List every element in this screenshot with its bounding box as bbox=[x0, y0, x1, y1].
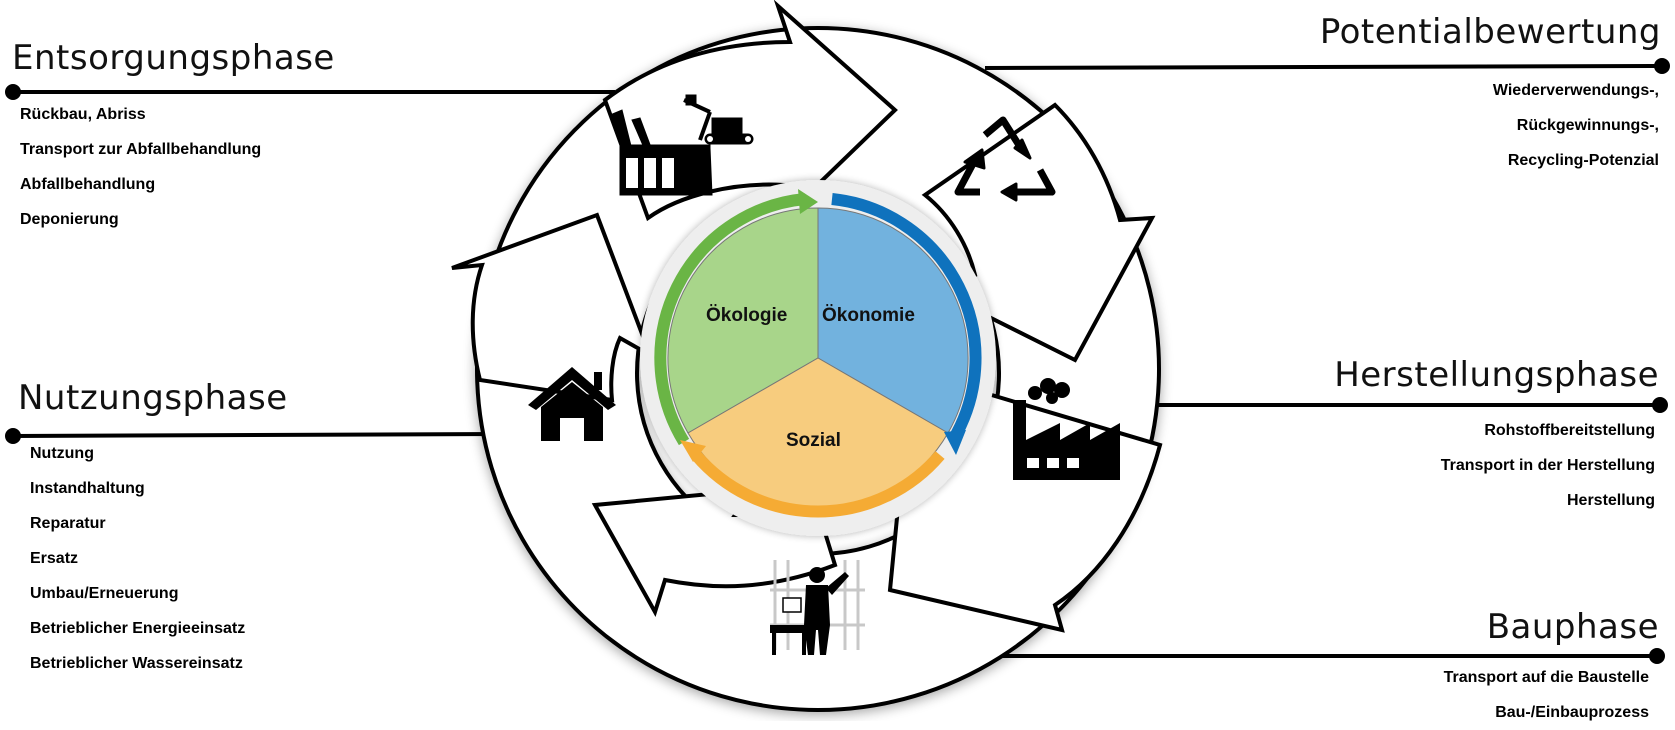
pillar-label-sozial: Sozial bbox=[786, 430, 841, 451]
list-item: Transport in der Herstellung bbox=[1440, 457, 1655, 474]
arrowhead-oekonomie bbox=[944, 430, 966, 455]
connector-dot-potential bbox=[1654, 58, 1670, 74]
arc-sozial bbox=[691, 451, 945, 518]
item-list-nutzung: Nutzung Instandhaltung Reparatur Ersatz … bbox=[30, 436, 245, 681]
pillar-label-oekonomie: Ökonomie bbox=[822, 305, 915, 326]
list-item: Wiederverwendungs-, bbox=[1492, 82, 1659, 99]
list-item: Nutzung bbox=[30, 445, 94, 462]
list-item: Abfallbehandlung bbox=[20, 176, 156, 193]
phase-title-entsorgung: Entsorgungsphase bbox=[12, 38, 335, 78]
list-item: Ersatz bbox=[30, 550, 79, 567]
list-item: Betrieblicher Energieeinsatz bbox=[30, 620, 246, 637]
construction-worker-icon bbox=[770, 560, 865, 655]
connector-potential bbox=[984, 64, 1663, 70]
list-item: Betrieblicher Wassereinsatz bbox=[30, 655, 243, 672]
connector-lines bbox=[5, 58, 1670, 664]
item-list-potential: Wiederverwendungs-, Rückgewinnungs-, Rec… bbox=[1493, 73, 1659, 178]
list-item: Transport auf die Baustelle bbox=[1443, 669, 1649, 686]
arc-oekonomie bbox=[831, 193, 982, 444]
house-icon bbox=[528, 367, 616, 441]
list-item: Bau-/Einbauprozess bbox=[1495, 704, 1649, 721]
connector-dot-nutzung bbox=[5, 428, 21, 444]
phase-title-nutzung: Nutzungsphase bbox=[18, 378, 288, 418]
item-list-entsorgung: Rückbau, Abriss Transport zur Abfallbeha… bbox=[20, 97, 261, 237]
sustainability-pie bbox=[667, 207, 969, 509]
list-item: Deponierung bbox=[20, 211, 119, 228]
connector-nutzung bbox=[12, 432, 501, 438]
demolition-icon bbox=[609, 94, 754, 196]
pillar-label-oekologie: Ökologie bbox=[706, 305, 788, 326]
arrowhead-sozial bbox=[680, 440, 706, 462]
segment-oekonomie bbox=[817, 207, 969, 434]
list-item: Instandhaltung bbox=[30, 480, 145, 497]
arrowhead-oekologie bbox=[798, 189, 818, 214]
list-item: Umbau/Erneuerung bbox=[30, 585, 179, 602]
recycling-icon bbox=[954, 116, 1056, 202]
list-item: Reparatur bbox=[30, 515, 106, 532]
arc-oekologie bbox=[654, 193, 806, 446]
connector-dot-herstellung bbox=[1652, 397, 1668, 413]
list-item: Herstellung bbox=[1566, 492, 1655, 509]
list-item: Recycling-Potenzial bbox=[1507, 152, 1659, 169]
arrow-left bbox=[451, 212, 654, 403]
list-item: Rückbau, Abriss bbox=[20, 106, 146, 123]
phase-title-potential: Potentialbewertung bbox=[1319, 12, 1661, 52]
phase-title-bau: Bauphase bbox=[1486, 607, 1659, 647]
list-item: Rückgewinnungs-, bbox=[1516, 117, 1659, 134]
connector-dot-bau bbox=[1649, 648, 1665, 664]
list-item: Rohstoffbereitstellung bbox=[1484, 422, 1655, 439]
item-list-bau: Transport auf die Baustelle Bau-/Einbaup… bbox=[1444, 660, 1649, 730]
connector-dot-entsorgung bbox=[5, 84, 21, 100]
item-list-herstellung: Rohstoffbereitstellung Transport in der … bbox=[1441, 413, 1655, 518]
segment-oekologie bbox=[667, 207, 819, 434]
list-item: Transport zur Abfallbehandlung bbox=[20, 141, 262, 158]
phase-title-herstellung: Herstellungsphase bbox=[1334, 355, 1659, 395]
factory-icon bbox=[1013, 378, 1120, 480]
